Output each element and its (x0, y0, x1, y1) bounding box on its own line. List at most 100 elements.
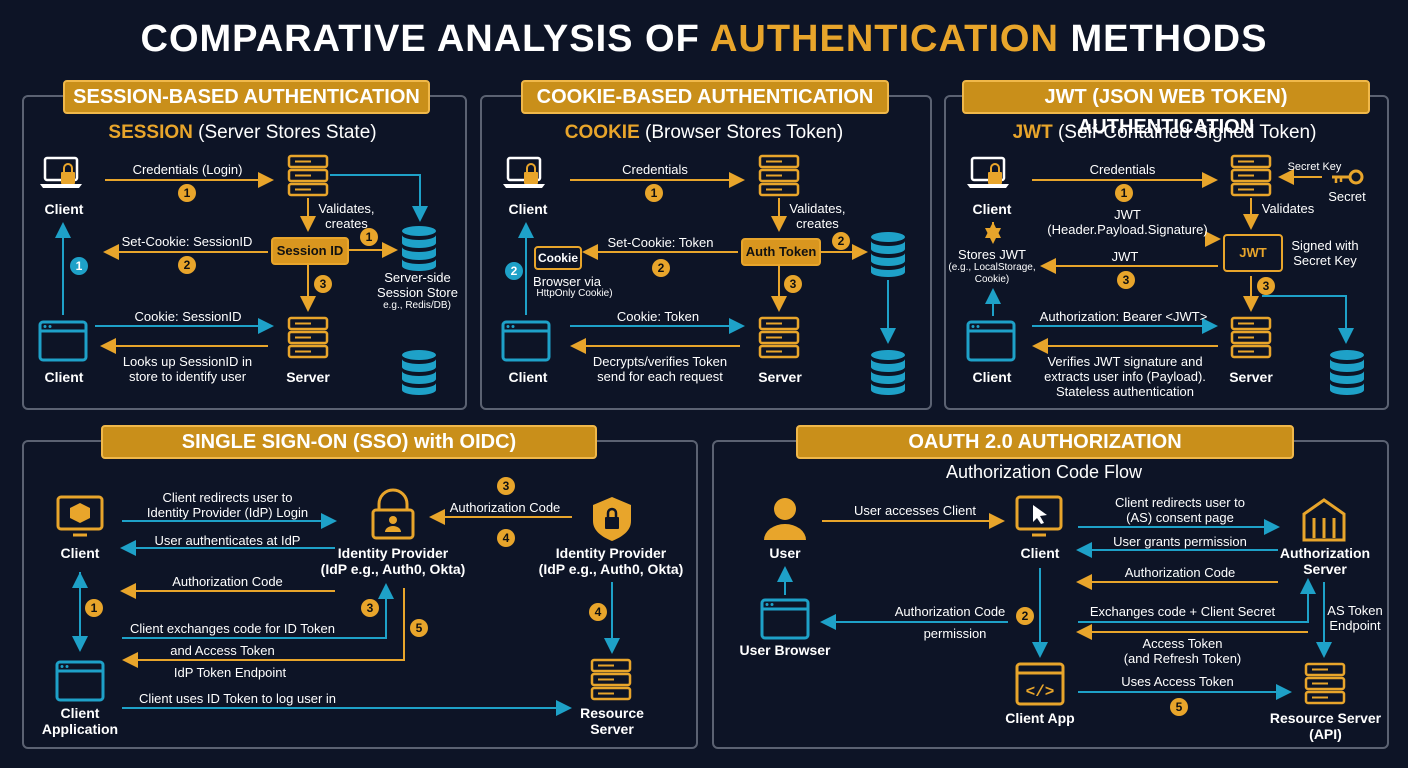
database-icon (402, 350, 436, 395)
session-store-title: Server-side Session Store (377, 270, 458, 300)
cookie-set-cookie: Set-Cookie: Token (607, 235, 714, 250)
session-lookup: Looks up SessionID in store to identify … (122, 354, 253, 384)
laptop-lock-icon (501, 156, 547, 190)
jwt-verifies: Verifies JWT signature and extracts user… (1044, 354, 1206, 399)
svg-text:</>: </> (1026, 683, 1055, 701)
jwt-client-bottom: Client (972, 369, 1012, 385)
browser-window-icon (55, 660, 105, 702)
code-window-icon: </> (1015, 662, 1065, 706)
cookie-sub-rest: (Browser Stores Token) (639, 122, 844, 143)
sso-step-4a: 4 (497, 529, 515, 547)
sso-step-5: 5 (410, 619, 428, 637)
database-icon (871, 350, 905, 395)
oauth-browser: User Browser (739, 642, 831, 658)
session-store-sub: e.g., Redis/DB) (383, 300, 451, 311)
session-step-3: 3 (314, 275, 332, 293)
jwt-sub-rest: (Self-Contained Signed Token) (1052, 122, 1317, 143)
sso-auth-code-top: Authorization Code (449, 500, 561, 515)
session-credentials: Credentials (Login) (132, 162, 243, 177)
jwt-return: JWT (1111, 249, 1139, 264)
oauth-access-token: Access Token (and Refresh Token) (1123, 636, 1242, 666)
cookie-step-2c: 2 (505, 262, 523, 280)
building-icon (1302, 498, 1346, 542)
auth-token-box: Auth Token (741, 238, 821, 266)
cookie-decrypts: Decrypts/verifies Token send for each re… (592, 354, 728, 384)
shield-lock-icon (593, 497, 631, 541)
database-icon (871, 232, 905, 277)
cookie-subtitle: COOKIE (Browser Stores Token) (480, 122, 928, 144)
oauth-step-2: 2 (1016, 607, 1034, 625)
oauth-user: User (769, 545, 801, 561)
jwt-signed: Signed with Secret Key (1291, 238, 1359, 268)
session-subtitle: SESSION (Server Stores State) (22, 122, 463, 144)
oauth-resource: Resource Server (API) (1269, 710, 1382, 742)
monitor-box-icon (56, 495, 104, 537)
jwt-step-3b: 3 (1257, 277, 1275, 295)
session-step-1b: 1 (360, 228, 378, 246)
cookie-client-top: Client (508, 201, 548, 217)
session-server: Server (286, 369, 330, 385)
oauth-grants: User grants permission (1113, 534, 1247, 549)
cookie-step-3: 3 (784, 275, 802, 293)
sso-auth-code: Authorization Code (172, 574, 283, 589)
cookie-browser-via: Browser via (533, 274, 601, 289)
session-header: SESSION-BASED AUTHENTICATION (63, 80, 430, 114)
cookie-validates: Validates, creates (789, 201, 846, 231)
sso-idp1: Identity Provider (IdP e.g., Auth0, Okta… (320, 545, 466, 577)
oauth-client: Client (1020, 545, 1060, 561)
session-sub-rest: (Server Stores State) (192, 122, 377, 143)
sso-idp2: Identity Provider (IdP e.g., Auth0, Okta… (538, 545, 684, 577)
oauth-user-access: User accesses Client (853, 503, 977, 518)
sso-uses: Client uses ID Token to log user in (138, 691, 337, 706)
sso-step-1: 1 (85, 599, 103, 617)
jwt-header: JWT (JSON WEB TOKEN) AUTHENTICATION (962, 80, 1370, 138)
sso-step-4b: 4 (589, 603, 607, 621)
sso-client: Client (60, 545, 100, 561)
session-step-1a: 1 (178, 184, 196, 202)
oauth-auth-code: Authorization Code (1124, 565, 1236, 580)
database-icon (1330, 350, 1364, 395)
cookie-header: COOKIE-BASED AUTHENTICATION (521, 80, 889, 114)
sso-exchange: Client exchanges code for ID Token (130, 621, 335, 636)
jwt-label: JWT (Header.Payload.Signature) (1047, 207, 1208, 237)
jwt-stores: Stores JWT (958, 247, 1026, 262)
browser-window-icon (760, 598, 810, 640)
sso-step-3b: 3 (361, 599, 379, 617)
sso-endpoint: IdP Token Endpoint (173, 665, 287, 680)
session-step-2: 2 (178, 256, 196, 274)
sso-header: SINGLE SIGN-ON (SSO) with OIDC) (101, 425, 597, 459)
oauth-permission: permission (923, 626, 987, 641)
session-client-bottom: Client (44, 369, 84, 385)
server-icon (758, 316, 800, 359)
server-icon (758, 154, 800, 197)
server-icon (287, 316, 329, 359)
oauth-step-5: 5 (1170, 698, 1188, 716)
laptop-lock-icon (965, 156, 1011, 190)
sso-client-app: Client Application (41, 705, 119, 737)
server-icon (1304, 662, 1346, 705)
cookie-step-1: 1 (645, 184, 663, 202)
browser-window-icon (966, 320, 1016, 362)
cookie-httponly: HttpOnly Cookie) (536, 288, 613, 299)
cookie-token: Cookie: Token (616, 309, 700, 324)
oauth-uses: Uses Access Token (1121, 674, 1234, 689)
sso-redirect: Client redirects user to Identity Provid… (146, 490, 309, 520)
browser-window-icon (501, 320, 551, 362)
cookie-sub-bold: COOKIE (564, 122, 640, 143)
laptop-lock-icon (38, 156, 84, 190)
session-sub-bold: SESSION (108, 122, 193, 143)
cookie-step-2b: 2 (832, 232, 850, 250)
oauth-auth-server: Authorization Server (1279, 545, 1371, 577)
session-cookie: Cookie: SessionID (134, 309, 242, 324)
jwt-step-1: 1 (1115, 184, 1133, 202)
jwt-secret-key: Secret Key (1287, 161, 1342, 173)
oauth-subtitle: Authorization Code Flow (945, 462, 1143, 482)
server-icon (590, 658, 632, 701)
jwt-bearer: Authorization: Bearer <JWT> (1039, 309, 1208, 324)
user-icon (764, 498, 806, 540)
sso-resource: Resource Server (580, 705, 644, 737)
jwt-validates: Validates (1261, 201, 1315, 216)
oauth-header: OAUTH 2.0 AUTHORIZATION (796, 425, 1294, 459)
jwt-step-3a: 3 (1117, 271, 1135, 289)
